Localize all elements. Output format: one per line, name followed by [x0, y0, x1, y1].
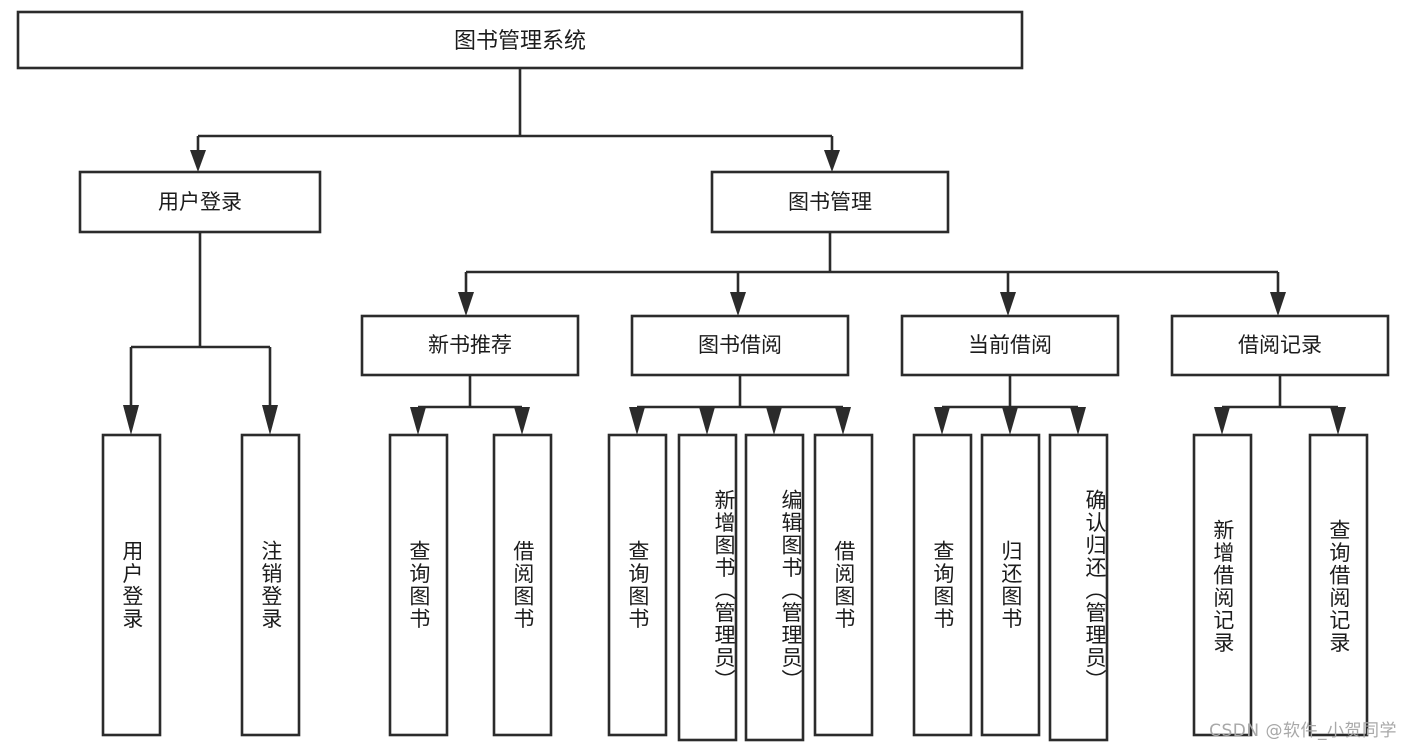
- arrow-bookborrow-l2: [699, 407, 715, 435]
- leaf-box-borrow-book-2[interactable]: [813, 433, 874, 737]
- node-book-management-label: 图书管理: [788, 190, 872, 214]
- arrow-userlogin-l2: [262, 405, 278, 435]
- arrow-currentborrow-l3: [1070, 407, 1086, 435]
- leaf-box-return-book[interactable]: [980, 433, 1041, 737]
- leaf-box-logout[interactable]: [240, 433, 301, 737]
- arrow-newbook-l1: [410, 407, 426, 435]
- leaf-box-query-book-3[interactable]: [912, 433, 973, 737]
- node-new-book-recommend[interactable]: 新书推荐: [360, 314, 580, 377]
- node-current-borrow[interactable]: 当前借阅: [900, 314, 1120, 377]
- node-new-book-recommend-label: 新书推荐: [428, 333, 512, 357]
- arrow-currentborrow-l2: [1002, 407, 1018, 435]
- arrow-newbook-l2: [514, 407, 530, 435]
- leaf-box-query-borrow-record[interactable]: [1308, 433, 1369, 737]
- node-user-login-label: 用户登录: [158, 190, 242, 214]
- leaf-box-add-book-admin[interactable]: [677, 433, 738, 742]
- arrow-root-to-login: [190, 150, 206, 172]
- arrow-userlogin-l1: [123, 405, 139, 435]
- leaf-box-query-book-1[interactable]: [388, 433, 449, 737]
- leaf-box-user-login[interactable]: [101, 433, 162, 737]
- leaf-box-confirm-return-admin[interactable]: [1048, 433, 1109, 742]
- arrow-currentborrow-l1: [934, 407, 950, 435]
- arrow-bookborrow-l3: [766, 407, 782, 435]
- leaf-box-edit-book-admin[interactable]: [744, 433, 805, 742]
- arrow-bookmgmt-c2: [730, 292, 746, 316]
- leaf-box-add-borrow-record[interactable]: [1192, 433, 1253, 737]
- node-root-box: [16, 10, 1024, 70]
- arrow-bookmgmt-c4: [1270, 292, 1286, 316]
- node-book-management[interactable]: 图书管理: [710, 170, 950, 234]
- arrow-bookborrow-l1: [629, 407, 645, 435]
- arrow-borrowrecord-l1: [1214, 407, 1230, 435]
- node-book-borrow[interactable]: 图书借阅: [630, 314, 850, 377]
- arrow-borrowrecord-l2: [1330, 407, 1346, 435]
- node-borrow-record-label: 借阅记录: [1238, 333, 1322, 357]
- leaf-box-borrow-book-1[interactable]: [492, 433, 553, 737]
- node-borrow-record-box: [1170, 314, 1390, 377]
- watermark-text: CSDN @软件_小贺同学: [1209, 721, 1397, 741]
- arrow-bookborrow-l4: [835, 407, 851, 435]
- node-new-book-recommend-box: [360, 314, 580, 377]
- leaf-box-query-book-2[interactable]: [607, 433, 668, 737]
- node-root-label: 图书管理系统: [454, 29, 586, 54]
- node-book-management-box: [710, 170, 950, 234]
- node-book-borrow-box: [630, 314, 850, 377]
- node-borrow-record[interactable]: 借阅记录: [1170, 314, 1390, 377]
- node-current-borrow-box: [900, 314, 1120, 377]
- node-book-borrow-label: 图书借阅: [698, 333, 782, 357]
- arrow-root-to-bookmgmt: [824, 150, 840, 172]
- node-current-borrow-label: 当前借阅: [968, 333, 1052, 357]
- node-root[interactable]: 图书管理系统: [16, 10, 1024, 70]
- node-user-login[interactable]: 用户登录: [78, 170, 322, 234]
- arrow-bookmgmt-c3: [1000, 292, 1016, 316]
- arrow-bookmgmt-c1: [458, 292, 474, 316]
